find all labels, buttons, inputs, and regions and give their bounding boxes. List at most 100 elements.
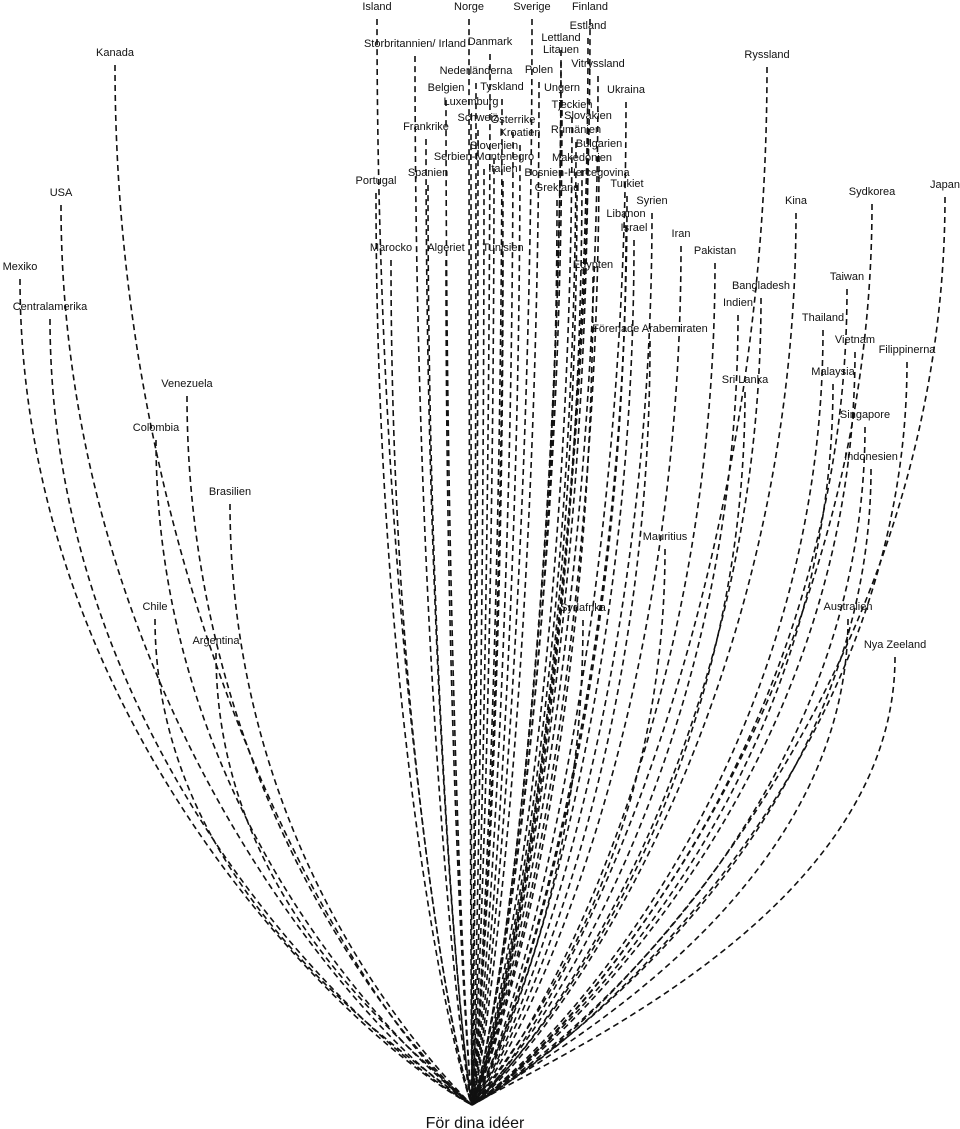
link-line-turkiet: [471, 195, 628, 1106]
link-line-venezuela: [186, 395, 473, 1106]
country-label-danmark: Danmark: [468, 36, 513, 48]
country-label-italien: Italien: [488, 163, 517, 175]
country-label-filippinerna: Filippinerna: [879, 344, 937, 356]
link-line-bosnien-hercegovina: [471, 184, 578, 1106]
link-line-vietnam: [471, 351, 856, 1106]
country-label-australien: Australien: [824, 601, 873, 613]
country-label-storbritannien-irland: Storbritannien/ Irland: [364, 38, 466, 50]
country-label-chile: Chile: [142, 601, 167, 613]
country-label-grekland: Grekland: [535, 182, 580, 194]
country-label-kina: Kina: [785, 195, 808, 207]
link-lines: [19, 18, 946, 1106]
country-label-slovakien: Slovakien: [564, 110, 612, 122]
country-label-ukraina: Ukraina: [607, 84, 646, 96]
link-line-egypten: [471, 276, 594, 1106]
country-label-rumanien: Rumänien: [551, 124, 601, 136]
country-label-polen: Polen: [525, 64, 553, 76]
link-line-argentina: [215, 652, 473, 1106]
country-label-sydafrika: Sydafrika: [560, 602, 607, 614]
country-label-makedonien: Makedonien: [552, 152, 612, 164]
country-label-thailand: Thailand: [802, 312, 844, 324]
country-label-israel: Israel: [621, 222, 648, 234]
country-label-japan: Japan: [930, 179, 960, 191]
link-line-bangladesh: [471, 297, 762, 1106]
country-label-vitryssland: Vitryssland: [571, 58, 625, 70]
link-line-libanon: [471, 225, 627, 1106]
country-label-venezuela: Venezuela: [161, 378, 213, 390]
link-line-kanada: [114, 64, 473, 1106]
country-label-singapore: Singapore: [840, 409, 890, 421]
country-label-indonesien: Indonesien: [844, 451, 898, 463]
link-line-storbritannien-irland: [414, 55, 473, 1106]
country-label-osterrike: Österrike: [491, 114, 536, 126]
country-label-libanon: Libanon: [606, 208, 645, 220]
country-label-kanada: Kanada: [96, 47, 135, 59]
link-line-mexiko: [19, 278, 473, 1106]
country-label-slovenien: Slovenien: [470, 140, 518, 152]
country-label-bangladesh: Bangladesh: [732, 280, 790, 292]
country-label-schweiz: Schweiz: [458, 112, 499, 124]
country-label-egypten: Egypten: [573, 259, 613, 271]
root-label: För dina idéer: [426, 1115, 525, 1129]
country-label-finland: Finland: [572, 1, 608, 13]
link-line-singapore: [471, 426, 866, 1106]
link-line-chile: [154, 618, 473, 1106]
link-line-algeriet: [445, 259, 473, 1106]
country-label-syrien: Syrien: [636, 195, 667, 207]
country-label-nya-zeeland: Nya Zeeland: [864, 639, 926, 651]
country-label-taiwan: Taiwan: [830, 271, 864, 283]
country-label-centralamerika: Centralamerika: [13, 301, 88, 313]
link-line-tunisien: [471, 259, 504, 1106]
country-label-frankrike: Frankrike: [403, 121, 449, 133]
country-label-marocko: Marocko: [370, 242, 412, 254]
link-line-norge: [468, 18, 473, 1106]
link-line-iran: [471, 245, 682, 1106]
link-line-indonesien: [471, 468, 872, 1106]
country-label-sverige: Sverige: [513, 1, 550, 13]
link-line-taiwan: [471, 288, 848, 1106]
link-line-sydkorea: [471, 203, 873, 1106]
link-line-brasilien: [229, 503, 473, 1106]
link-line-makedonien: [471, 169, 583, 1106]
country-label-island: Island: [362, 1, 391, 13]
link-line-tyskland: [471, 98, 503, 1106]
link-line-nya-zeeland: [471, 656, 896, 1106]
link-line-israel: [471, 239, 635, 1106]
link-line-forenade-arabemiraten: [471, 340, 651, 1106]
link-line-syrien: [471, 212, 653, 1106]
link-line-polen: [471, 81, 540, 1106]
link-line-frankrike: [425, 138, 473, 1106]
link-line-thailand: [471, 329, 824, 1106]
link-line-portugal: [375, 192, 473, 1106]
link-line-serbien-montenegro: [471, 168, 485, 1106]
link-line-colombia: [155, 439, 473, 1106]
country-label-nederlanderna: Nederländerna: [440, 65, 514, 77]
link-line-spanien: [427, 184, 473, 1106]
link-line-osterrike: [471, 131, 514, 1106]
country-label-lettland: Lettland: [541, 32, 580, 44]
country-label-forenade-arabemiraten: Förenade Arabemiraten: [592, 323, 708, 335]
country-label-indien: Indien: [723, 297, 753, 309]
link-line-slovenien: [471, 157, 495, 1106]
link-line-luxemburg: [470, 113, 473, 1106]
link-line-sydafrika: [471, 619, 584, 1106]
country-label-tyskland: Tyskland: [480, 81, 523, 93]
country-label-spanien: Spanien: [408, 167, 448, 179]
link-line-schweiz: [471, 129, 479, 1106]
link-line-marocko: [390, 259, 473, 1106]
country-label-malaysia: Malaysia: [811, 366, 855, 378]
link-line-ryssland: [471, 66, 768, 1106]
link-line-australien: [471, 618, 849, 1106]
link-line-belgien: [445, 99, 473, 1106]
link-line-mauritius: [471, 548, 666, 1106]
country-label-usa: USA: [50, 187, 73, 199]
country-label-iran: Iran: [672, 228, 691, 240]
link-line-sri-lanka: [471, 391, 746, 1106]
country-label-portugal: Portugal: [356, 175, 397, 187]
country-label-sydkorea: Sydkorea: [849, 186, 896, 198]
country-label-brasilien: Brasilien: [209, 486, 251, 498]
country-label-ungern: Ungern: [544, 82, 580, 94]
link-line-kina: [471, 212, 797, 1106]
country-label-argentina: Argentina: [192, 635, 240, 647]
link-line-grekland: [471, 199, 558, 1106]
